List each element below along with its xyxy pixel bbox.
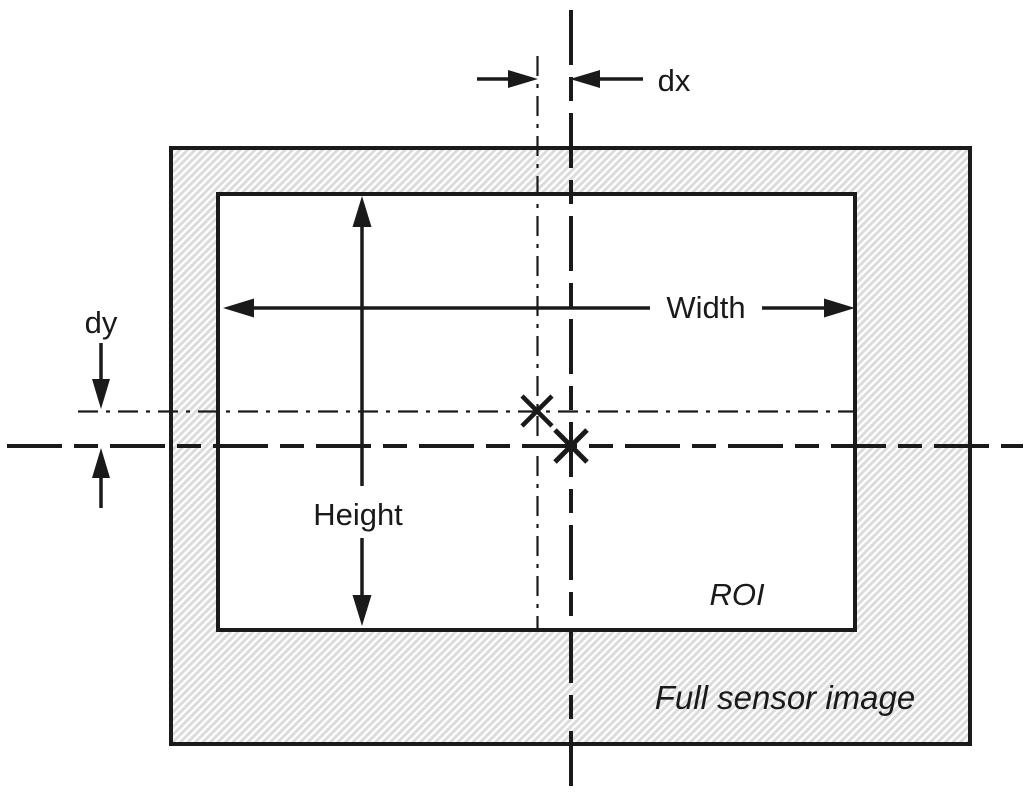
dx-right-arrowhead	[570, 70, 600, 88]
width-arrowhead-right	[824, 298, 855, 318]
dy-down-arrowhead	[92, 379, 110, 409]
height-label-backing	[303, 486, 415, 538]
dy-label: dy	[85, 305, 118, 340]
width-arrowhead-left	[223, 298, 254, 318]
dy-dimension-arrows: dy	[85, 305, 118, 508]
dx-dimension-arrows: dx	[477, 63, 691, 98]
height-dimension-arrow: Height	[303, 196, 415, 626]
width-label-backing	[650, 288, 762, 328]
full-sensor-image-label: Full sensor image	[655, 679, 915, 716]
height-label: Height	[313, 497, 403, 532]
roi-center-marker	[520, 394, 554, 428]
sensor-center-marker	[553, 428, 589, 464]
width-label: Width	[666, 290, 745, 325]
dx-label: dx	[658, 63, 691, 98]
dx-left-arrowhead	[508, 70, 538, 88]
dy-up-arrowhead	[92, 448, 110, 478]
height-arrowhead-bottom	[352, 595, 372, 626]
height-arrowhead-top	[352, 196, 372, 227]
roi-label: ROI	[709, 577, 765, 612]
width-dimension-arrow: Width	[223, 288, 855, 328]
